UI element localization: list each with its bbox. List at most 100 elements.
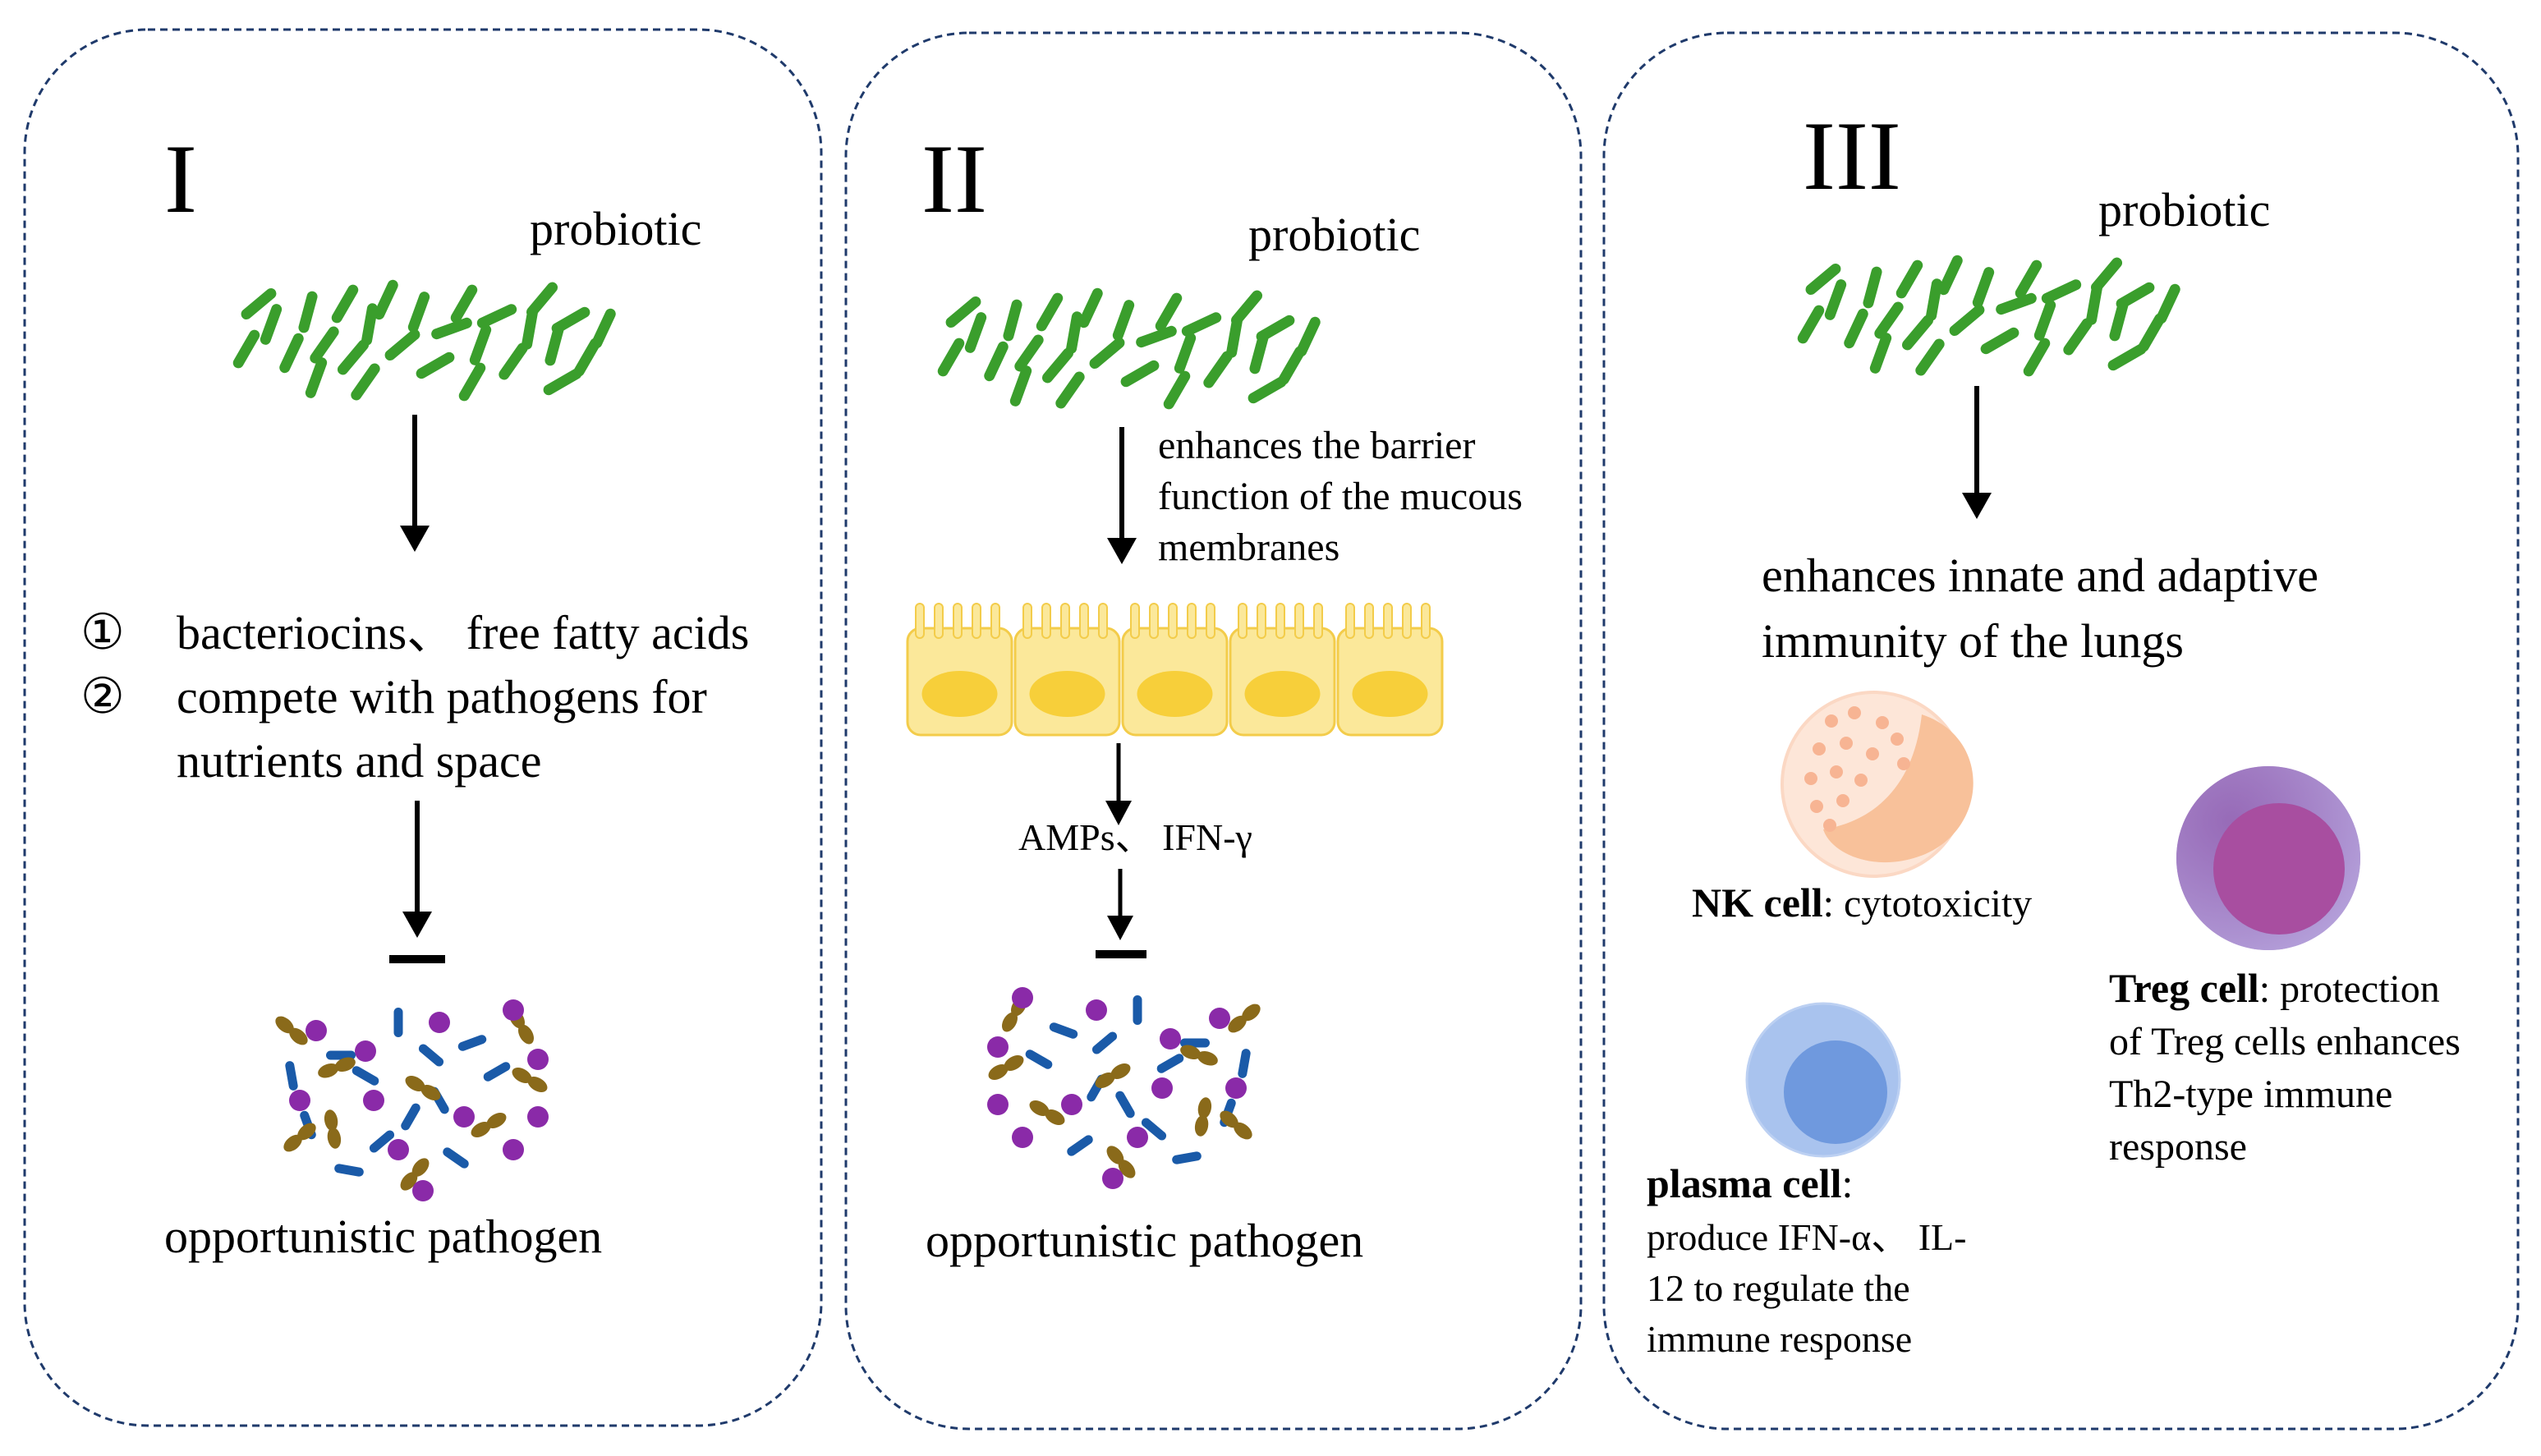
probiotic-bacterium bbox=[937, 338, 965, 377]
probiotic-bacterium bbox=[551, 306, 590, 334]
probiotic-bacterium bbox=[1036, 292, 1064, 332]
panel-1-pathogen-label: opportunistic pathogen bbox=[164, 1210, 602, 1263]
panel-1: I probiotic ① bacteriocins、 free fatty a… bbox=[23, 28, 823, 1427]
probiotic-bacterium bbox=[526, 282, 558, 318]
probiotic-bacterium bbox=[1230, 290, 1263, 326]
probiotic-cluster bbox=[937, 287, 1321, 410]
diplococcus-bacterium bbox=[512, 1068, 548, 1092]
coccus-bacterium bbox=[453, 1106, 475, 1128]
probiotic-bacterium bbox=[260, 304, 283, 345]
probiotic-bacterium bbox=[1003, 299, 1022, 342]
rod-bacterium bbox=[443, 1147, 469, 1169]
diplococcus-bacterium bbox=[405, 1076, 441, 1100]
inhibition-arrow bbox=[1096, 869, 1146, 958]
microvillus bbox=[1364, 603, 1374, 639]
probiotic-bacterium bbox=[305, 357, 328, 398]
diplococcus-bacterium bbox=[1180, 1045, 1218, 1066]
nk-cell-caption: NK cell: cytotoxicity bbox=[1692, 880, 2032, 926]
probiotic-bacterium bbox=[1256, 315, 1295, 342]
microvillus bbox=[990, 603, 1000, 639]
treg-cell-caption: Treg cell: protection bbox=[2109, 965, 2440, 1011]
coccus-bacterium bbox=[987, 1094, 1009, 1115]
coccus-bacterium bbox=[1160, 1028, 1181, 1050]
probiotic-bacterium bbox=[1874, 301, 1904, 339]
microvillus bbox=[1168, 603, 1178, 639]
panel-2-probiotic-label: probiotic bbox=[1248, 208, 1420, 261]
item-1-text: bacteriocins、 free fatty acids bbox=[177, 606, 749, 659]
cell-nucleus bbox=[921, 671, 998, 717]
probiotic-bacterium bbox=[499, 342, 528, 380]
rod-bacterium bbox=[1115, 1091, 1135, 1118]
rod-bacterium bbox=[334, 1164, 364, 1177]
probiotic-bacterium bbox=[1824, 279, 1847, 320]
microvillus bbox=[1275, 603, 1285, 639]
microvillus bbox=[1149, 603, 1159, 639]
probiotic-bacterium bbox=[1980, 327, 2019, 355]
item-2-text: nutrients and space bbox=[177, 734, 542, 788]
diplococcus-bacterium bbox=[283, 1123, 316, 1152]
diplococcus-bacterium bbox=[318, 1057, 356, 1078]
probiotic-bacterium bbox=[1915, 338, 1945, 376]
probiotic-bacterium bbox=[2086, 282, 2102, 325]
panel-1-probiotic-label: probiotic bbox=[530, 202, 701, 255]
granule-dot bbox=[1804, 772, 1817, 785]
granule-dot bbox=[1854, 774, 1868, 787]
coccus-bacterium bbox=[355, 1040, 376, 1062]
granule-dot bbox=[1830, 765, 1843, 779]
diplococcus-bacterium bbox=[1194, 1097, 1212, 1137]
rod-bacterium bbox=[401, 1103, 420, 1131]
treg-cell-function: : protection bbox=[2259, 967, 2440, 1011]
microvillus bbox=[1345, 603, 1355, 639]
microvillus bbox=[1402, 603, 1412, 639]
probiotic-cluster bbox=[1797, 255, 2180, 377]
probiotic-bacterium bbox=[2090, 257, 2123, 293]
panel-3: III probiotic enhances innate and adapti… bbox=[1602, 31, 2520, 1431]
diplococcus-bacterium bbox=[1228, 1004, 1261, 1033]
rod-bacterium bbox=[1133, 995, 1142, 1025]
coccus-bacterium bbox=[289, 1090, 310, 1111]
coccus-bacterium bbox=[306, 1020, 327, 1041]
barrier-text: function of the mucous bbox=[1158, 475, 1523, 518]
microvillus bbox=[1206, 603, 1215, 639]
treg-cell-illustration bbox=[2176, 766, 2360, 950]
probiotic-bacterium bbox=[1949, 304, 1985, 337]
granule-dot bbox=[1876, 716, 1889, 729]
rod-bacterium bbox=[393, 1008, 403, 1037]
microvillus bbox=[1041, 603, 1051, 639]
probiotic-bacterium bbox=[2023, 338, 2051, 377]
microvillus bbox=[953, 603, 963, 639]
rod-bacterium bbox=[1067, 1135, 1093, 1156]
probiotic-bacterium bbox=[310, 326, 339, 364]
probiotic-bacterium bbox=[544, 324, 564, 366]
probiotic-bacterium bbox=[298, 291, 318, 333]
probiotic-bacterium bbox=[1869, 333, 1892, 374]
diplococcus-bacterium bbox=[1029, 1100, 1065, 1125]
rod-bacterium bbox=[352, 1066, 379, 1086]
diplococcus-bacterium bbox=[324, 1109, 342, 1149]
probiotic-bacterium bbox=[522, 307, 538, 350]
coccus-bacterium bbox=[363, 1090, 384, 1111]
probiotic-bacterium bbox=[591, 308, 616, 349]
probiotic-bacterium bbox=[1041, 347, 1074, 384]
arrow-down bbox=[1107, 427, 1137, 564]
microvillus bbox=[1187, 603, 1197, 639]
plasma-cell-caption: immune response bbox=[1647, 1318, 1912, 1360]
microvillus bbox=[1294, 603, 1304, 639]
treg-cell-caption: response bbox=[2109, 1125, 2247, 1169]
probiotic-bacterium bbox=[1078, 287, 1103, 328]
plasma-cell-caption: produce IFN-α、 IL- bbox=[1647, 1216, 1966, 1258]
probiotic-bacterium bbox=[1863, 266, 1882, 309]
microvillus bbox=[1079, 603, 1089, 639]
plasma-cell-name: plasma cell bbox=[1647, 1160, 1842, 1206]
diplococcus-bacterium bbox=[471, 1113, 507, 1137]
rod-bacterium bbox=[418, 1044, 444, 1067]
probiotic-bacterium bbox=[416, 351, 455, 379]
microvillus bbox=[1383, 603, 1393, 639]
probiotic-bacterium bbox=[2107, 343, 2147, 371]
panel-2-numeral: II bbox=[921, 124, 987, 233]
probiotic-bacterium bbox=[450, 284, 478, 324]
probiotic-bacterium bbox=[232, 329, 260, 369]
probiotic-bacterium bbox=[279, 333, 304, 374]
probiotic-bacterium bbox=[1066, 311, 1082, 354]
nk-cell-granules bbox=[1804, 706, 1910, 832]
